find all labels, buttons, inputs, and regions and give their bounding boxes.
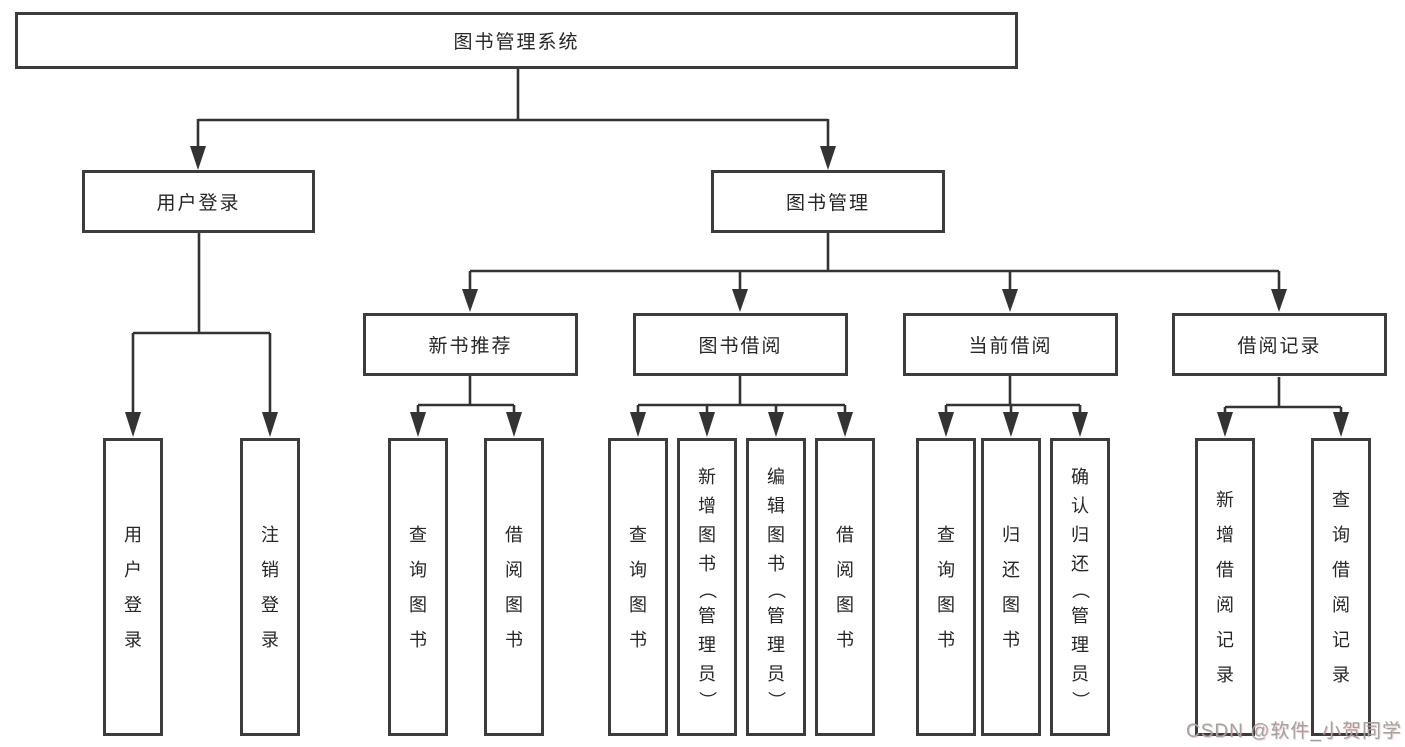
node-leaf-add-books-admin: 新增图书（管理员） <box>677 438 737 736</box>
node-current-borrow: 当前借阅 <box>903 313 1118 376</box>
node-leaf-borrow-books-recommend: 借阅图书 <box>484 438 544 736</box>
node-leaf-user-login: 用户登录 <box>103 438 163 736</box>
node-leaf-borrow-books: 借阅图书 <box>815 438 875 736</box>
node-leaf-query-borrow-record: 查询借阅记录 <box>1311 438 1371 736</box>
node-leaf-borrow-books-label: 借阅图书 <box>836 524 854 650</box>
node-leaf-borrow-books-recommend-label: 借阅图书 <box>505 524 523 650</box>
connector-current-borrow <box>938 376 1088 437</box>
node-leaf-query-books-recommend: 查询图书 <box>388 438 448 736</box>
node-borrow-records: 借阅记录 <box>1172 313 1387 376</box>
connector-new-book-recommend <box>410 376 522 437</box>
node-leaf-return-books: 归还图书 <box>981 438 1041 736</box>
node-leaf-add-borrow-record-label: 新增借阅记录 <box>1216 489 1234 685</box>
connector-book-borrow <box>630 376 853 437</box>
node-leaf-query-borrow-record-label: 查询借阅记录 <box>1332 489 1350 685</box>
node-leaf-return-books-label: 归还图书 <box>1002 524 1020 650</box>
node-leaf-confirm-return-admin: 确认归还（管理员） <box>1050 438 1110 736</box>
node-new-book-recommend: 新书推荐 <box>363 313 578 376</box>
node-leaf-query-books-borrow: 查询图书 <box>608 438 668 736</box>
watermark: CSDN @软件_小贺同学 <box>1186 721 1402 742</box>
connector-borrow-records <box>1217 377 1349 437</box>
node-current-borrow-label: 当前借阅 <box>968 336 1053 357</box>
node-leaf-query-books-current-label: 查询图书 <box>937 524 955 650</box>
node-leaf-query-books-recommend-label: 查询图书 <box>409 524 427 650</box>
node-leaf-edit-books-admin: 编辑图书（管理员） <box>746 438 806 736</box>
node-book-borrow-label: 图书借阅 <box>698 336 783 357</box>
node-leaf-logout-label: 注销登录 <box>261 524 279 650</box>
node-leaf-add-books-admin-label: 新增图书（管理员） <box>697 467 717 709</box>
node-leaf-edit-books-admin-label: 编辑图书（管理员） <box>766 467 786 709</box>
connector-root <box>190 69 836 170</box>
node-leaf-logout: 注销登录 <box>240 438 300 736</box>
connector-book-management <box>462 233 1287 312</box>
node-library-system: 图书管理系统 <box>15 12 1018 69</box>
node-borrow-records-label: 借阅记录 <box>1237 336 1322 357</box>
node-library-system-label: 图书管理系统 <box>453 32 580 53</box>
node-leaf-user-login-label: 用户登录 <box>124 524 142 650</box>
node-leaf-query-books-borrow-label: 查询图书 <box>629 524 647 650</box>
node-user-login: 用户登录 <box>82 170 315 233</box>
node-leaf-confirm-return-admin-label: 确认归还（管理员） <box>1070 467 1090 709</box>
connector-user-login <box>125 233 278 437</box>
node-leaf-query-books-current: 查询图书 <box>916 438 976 736</box>
node-book-borrow: 图书借阅 <box>633 313 848 376</box>
node-book-management: 图书管理 <box>711 170 945 233</box>
node-new-book-recommend-label: 新书推荐 <box>428 336 513 357</box>
node-user-login-label: 用户登录 <box>156 193 241 214</box>
node-leaf-add-borrow-record: 新增借阅记录 <box>1195 438 1255 736</box>
node-book-management-label: 图书管理 <box>785 193 870 214</box>
